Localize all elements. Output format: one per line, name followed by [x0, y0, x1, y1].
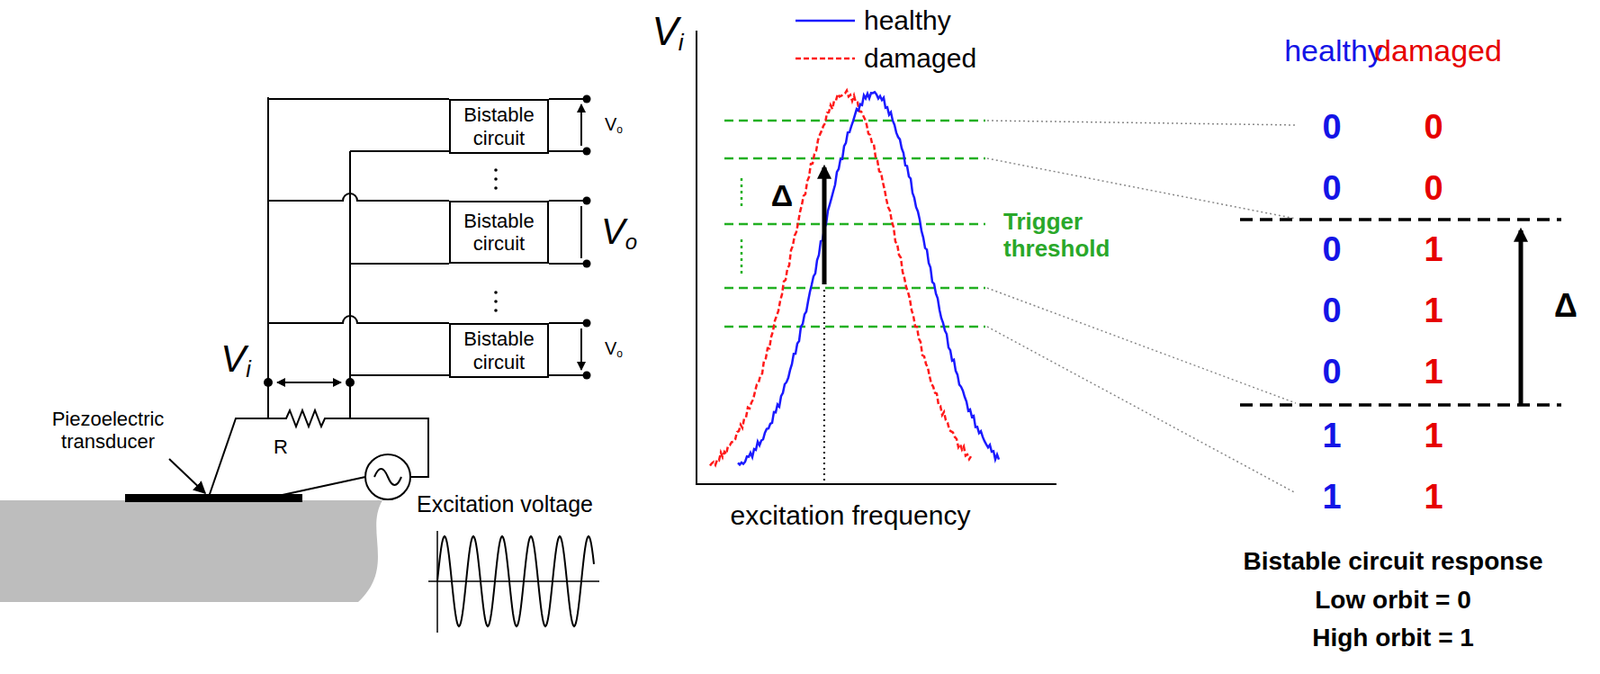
state-value: 1 — [1321, 416, 1341, 457]
state-value: 0 — [1321, 352, 1341, 393]
voltage-label: Vo — [604, 338, 623, 361]
part-label: Excitation voltage — [416, 491, 594, 518]
delta-arrow — [1519, 230, 1524, 405]
state-value: 1 — [1423, 477, 1443, 518]
state-value: 0 — [1321, 291, 1341, 332]
delta-label: Δ — [771, 178, 793, 214]
legend-text: damaged — [863, 43, 977, 75]
threshold-label: Trigger threshold — [1003, 208, 1161, 263]
axis-label: excitation frequency — [730, 500, 971, 532]
state-value: 0 — [1321, 107, 1341, 148]
terminals — [263, 95, 592, 388]
structure — [0, 500, 383, 603]
bistable-box: Bistable circuit — [449, 200, 549, 264]
state-value: 1 — [1423, 416, 1443, 457]
state-value: 1 — [1321, 477, 1341, 518]
state-value: 0 — [1423, 107, 1443, 148]
ac-source — [365, 454, 411, 500]
voltage-label: Vo — [601, 210, 638, 255]
voltage-label: Vo — [604, 114, 623, 137]
wires — [169, 97, 587, 498]
table-bounds — [1240, 219, 1562, 405]
box-text: Bistable circuit — [456, 327, 542, 374]
box-text: Bistable circuit — [456, 209, 542, 256]
excitation-waveform — [428, 530, 600, 633]
state-value: 0 — [1423, 169, 1443, 209]
caption-text: High orbit = 1 — [1312, 623, 1475, 653]
part-label: Piezoelectric transducer — [22, 407, 194, 454]
graph — [696, 20, 1057, 485]
legend-text: healthy — [863, 5, 952, 37]
state-value: 1 — [1423, 291, 1443, 332]
ac-source-symbol — [374, 468, 402, 486]
state-value: 1 — [1423, 230, 1443, 270]
column-header: damaged — [1374, 33, 1502, 69]
resistor-label: R — [273, 435, 288, 459]
caption-text: Bistable circuit response — [1242, 547, 1543, 576]
caption-text: Low orbit = 0 — [1314, 585, 1471, 615]
piezo-patch — [125, 494, 303, 503]
state-value: 0 — [1321, 169, 1341, 209]
state-value: 1 — [1423, 352, 1443, 393]
delta-label: Δ — [1554, 287, 1578, 324]
voltage-label: Vi — [220, 337, 252, 383]
axis-label: Vi — [651, 8, 684, 57]
box-text: Bistable circuit — [456, 103, 542, 150]
bistable-box: Bistable circuit — [449, 323, 549, 378]
column-header: healthy — [1284, 33, 1384, 69]
leader-lines — [987, 120, 1296, 494]
bistable-box: Bistable circuit — [449, 98, 549, 154]
state-value: 0 — [1321, 230, 1341, 270]
